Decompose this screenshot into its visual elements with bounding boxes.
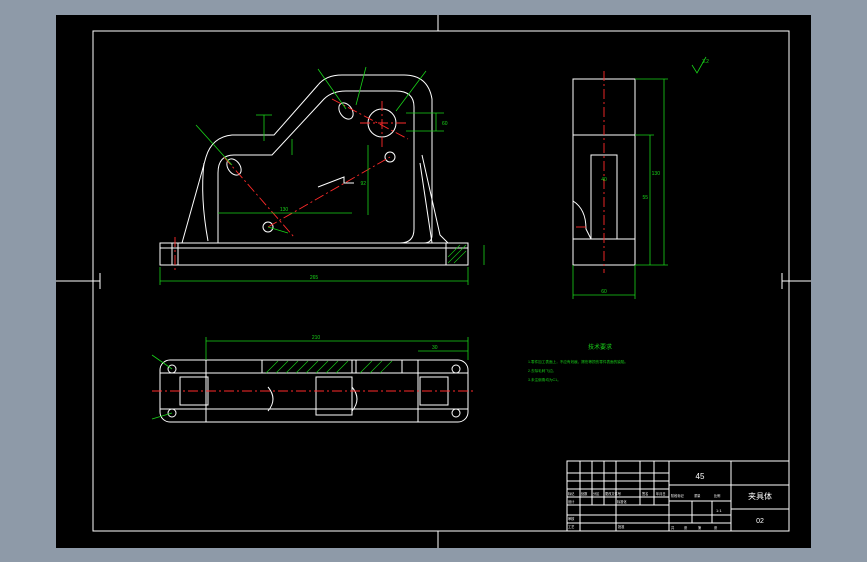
title-block-frame bbox=[566, 460, 790, 532]
front-view: 265 130 92 60 bbox=[159, 66, 485, 285]
tb-drawing-no: 02 bbox=[756, 518, 764, 525]
top-section-2 bbox=[355, 359, 403, 374]
side-view: 130 55 60 40 3.2 bbox=[572, 56, 709, 299]
tb-label-9: 工艺 bbox=[568, 524, 574, 529]
hatch-3 bbox=[447, 244, 461, 258]
tb-label-13: 比例 bbox=[714, 493, 720, 498]
side-fillet bbox=[572, 200, 592, 240]
leader-2 bbox=[317, 68, 347, 110]
tech-line-1: 1.零件加工表面上，不应有划痕、擦伤等损伤零件表面的缺陷。 bbox=[528, 359, 628, 364]
tb-label-11: 阶段标记 bbox=[671, 493, 685, 498]
top-hole-4 bbox=[451, 408, 461, 418]
base-section bbox=[445, 242, 469, 266]
break-curve-2 bbox=[351, 386, 358, 412]
dim-front-d2: 60 bbox=[442, 121, 448, 127]
right-hole bbox=[384, 151, 396, 163]
tb-material: 45 bbox=[696, 472, 705, 481]
tb-label-8: 审核 bbox=[568, 516, 575, 521]
top-section bbox=[261, 359, 353, 374]
centerline-left bbox=[223, 156, 295, 238]
centerline-upper bbox=[331, 98, 409, 140]
tech-line-2: 2.去除毛刺飞边。 bbox=[528, 368, 556, 373]
top-hole-1 bbox=[167, 364, 177, 374]
hatch-1 bbox=[447, 244, 467, 264]
tech-heading: 技术要求 bbox=[588, 343, 612, 351]
fillet-left bbox=[202, 162, 209, 242]
top-hole-3 bbox=[451, 364, 461, 374]
dim-side-mid: 40 bbox=[601, 177, 607, 183]
drawing-sheet: 265 130 92 60 bbox=[56, 15, 811, 548]
leader-1 bbox=[195, 124, 233, 166]
tb-part-name: 夹具体 bbox=[748, 491, 772, 501]
tb-label-7: 标准化 bbox=[617, 499, 627, 504]
tb-label-3: 更改文件号 bbox=[605, 491, 621, 496]
centerline-diag bbox=[267, 156, 391, 228]
break-curve-1 bbox=[267, 386, 274, 412]
top-pocket-mid bbox=[315, 376, 353, 416]
dim-side-bottom: 60 bbox=[601, 289, 607, 295]
leader-top-1 bbox=[151, 354, 173, 370]
tb-label-17: 张 bbox=[714, 525, 718, 530]
dim-side-inner: 55 bbox=[642, 195, 648, 201]
base-plate bbox=[159, 242, 469, 266]
step-feature bbox=[317, 176, 354, 188]
drawing-canvas: 265 130 92 60 bbox=[56, 15, 811, 548]
tb-label-6: 设计 bbox=[568, 499, 575, 504]
dim-front-d1: 92 bbox=[360, 181, 366, 187]
roughness-value: 3.2 bbox=[702, 59, 709, 65]
tb-label-12: 重量 bbox=[694, 493, 701, 498]
title-block: 标记 处数 分区 更改文件号 签名 年月日 设计 标准化 审核 工艺 批准 阶段… bbox=[566, 460, 790, 532]
tech-line-3: 3.未注倒角均为C1。 bbox=[528, 377, 561, 382]
tech-requirements: 技术要求 1.零件加工表面上，不应有划痕、擦伤等损伤零件表面的缺陷。 2.去除毛… bbox=[528, 343, 628, 382]
top-hatching bbox=[265, 360, 393, 374]
dim-side-height: 130 bbox=[652, 171, 661, 177]
leader-4 bbox=[395, 70, 427, 112]
tb-label-0: 标记 bbox=[568, 491, 575, 496]
gusset-edge bbox=[419, 162, 433, 244]
tb-label-5: 年月日 bbox=[656, 491, 666, 496]
tb-label-16: 第 bbox=[698, 525, 702, 530]
leader-top-2 bbox=[151, 412, 173, 420]
dim-front-width: 265 bbox=[310, 275, 319, 281]
right-gusset bbox=[421, 154, 449, 244]
tb-label-2: 分区 bbox=[593, 491, 600, 496]
slot-upper bbox=[338, 102, 354, 120]
tb-label-14: 共 bbox=[671, 525, 675, 530]
hatch-2 bbox=[453, 250, 467, 264]
inner-pocket bbox=[217, 90, 415, 244]
top-hole-2 bbox=[167, 408, 177, 418]
leader-3 bbox=[355, 66, 367, 106]
dim-front-inner: 130 bbox=[280, 207, 289, 213]
dim-top-width: 210 bbox=[312, 335, 321, 341]
tb-label-10: 批准 bbox=[618, 524, 625, 529]
leader-5 bbox=[267, 226, 289, 234]
dim-top-right: 30 bbox=[432, 345, 438, 351]
tb-label-4: 签名 bbox=[642, 491, 648, 496]
tb-scale: 1:1 bbox=[716, 508, 722, 513]
tb-label-15: 张 bbox=[684, 525, 688, 530]
bottom-hole bbox=[262, 221, 274, 233]
top-view: 210 30 bbox=[151, 335, 476, 423]
tb-label-1: 处数 bbox=[581, 491, 588, 496]
roughness-icon bbox=[691, 56, 707, 74]
